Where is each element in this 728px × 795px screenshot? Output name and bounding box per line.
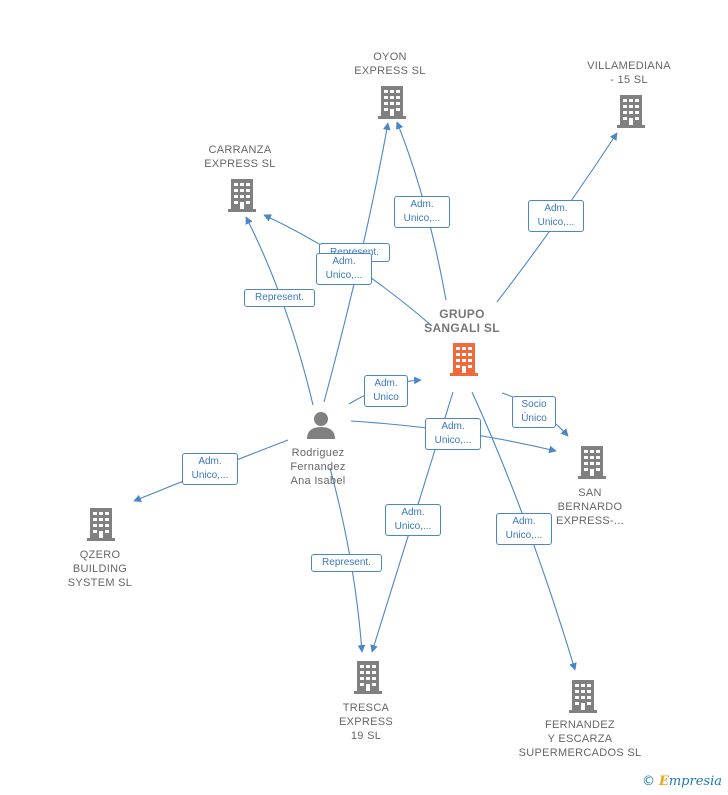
node-label-person[interactable]: Rodriguez Fernandez Ana Isabel xyxy=(290,447,346,487)
edge-label-person-tresca[interactable]: Represent. xyxy=(311,554,382,572)
copyright-icon: © xyxy=(641,774,655,789)
brand-initial: E xyxy=(658,774,669,789)
edge-label-person-san-bernardo[interactable]: Adm. Unico,... xyxy=(425,418,481,450)
edge-label-person-grupo[interactable]: Adm. Unico xyxy=(364,375,408,407)
edge-label-grupo-tresca[interactable]: Adm. Unico,... xyxy=(385,504,441,536)
node-label-villamediana[interactable]: VILLAMEDIANA - 15 SL xyxy=(587,60,671,86)
node-icons xyxy=(87,86,645,713)
building-icon-grupo[interactable] xyxy=(450,343,478,376)
building-icon-carranza[interactable] xyxy=(228,179,256,212)
edge-label-person-qzero[interactable]: Adm. Unico,... xyxy=(182,453,238,485)
building-icon-qzero[interactable] xyxy=(87,508,115,541)
edge-label-grupo-carranza-adm[interactable]: Adm. Unico,... xyxy=(316,253,372,285)
node-label-fernandez[interactable]: FERNANDEZ Y ESCARZA SUPERMERCADOS SL xyxy=(518,719,642,759)
node-label-oyon[interactable]: OYON EXPRESS SL xyxy=(354,51,426,77)
brand-footer: ©Empresia xyxy=(642,774,722,789)
edge-label-person-carranza[interactable]: Represent. xyxy=(244,289,315,307)
edge-label-grupo-oyon[interactable]: Adm. Unico,... xyxy=(394,196,450,228)
person-icon[interactable] xyxy=(307,412,335,439)
building-icon-villamediana[interactable] xyxy=(617,95,645,128)
edge-person-carranza xyxy=(245,216,314,406)
building-icon-oyon[interactable] xyxy=(378,86,406,119)
edge-label-grupo-fernandez[interactable]: Adm. Unico,... xyxy=(496,513,552,545)
node-label-san-bernardo[interactable]: SAN BERNARDO EXPRESS-... xyxy=(555,487,625,527)
node-label-carranza[interactable]: CARRANZA EXPRESS SL xyxy=(204,144,276,170)
building-icon-fernandez[interactable] xyxy=(569,680,597,713)
node-label-tresca[interactable]: TRESCA EXPRESS 19 SL xyxy=(338,702,394,742)
edge-label-grupo-san-bernardo[interactable]: Socio Único xyxy=(512,396,556,428)
building-icon-tresca[interactable] xyxy=(354,661,382,694)
edge-label-grupo-villamediana[interactable]: Adm. Unico,... xyxy=(528,200,584,232)
node-label-grupo[interactable]: GRUPO SANGALI SL xyxy=(424,307,500,335)
building-icon-san-bernardo[interactable] xyxy=(578,446,606,479)
brand-name: mpresia xyxy=(668,774,722,789)
node-label-qzero[interactable]: QZERO BUILDING SYSTEM SL xyxy=(67,549,133,589)
